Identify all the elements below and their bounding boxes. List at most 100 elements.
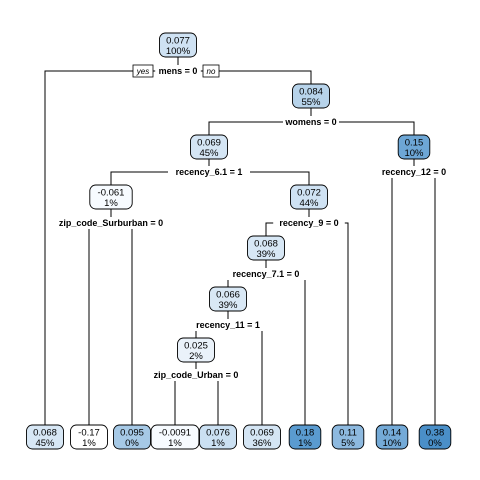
node-value: 0.068	[33, 428, 57, 439]
no-branch-tag	[202, 64, 220, 78]
node-box	[247, 235, 285, 261]
node-value: -0.061	[98, 188, 125, 199]
node-value: 0.15	[405, 138, 424, 149]
node-box	[331, 424, 365, 450]
split-label-bg	[189, 319, 267, 331]
node-percent: 10%	[382, 438, 402, 449]
node-box	[26, 424, 64, 450]
yes-branch-label: yes	[136, 67, 149, 76]
node-percent: 45%	[35, 438, 55, 449]
no-branch-label: no	[207, 67, 216, 76]
node-percent: 55%	[301, 97, 321, 108]
node-box	[292, 83, 330, 109]
node-percent: 44%	[299, 198, 319, 209]
node-box	[418, 424, 452, 450]
split-label-bg	[283, 116, 339, 128]
node-box	[70, 424, 108, 450]
split-label-n9: recency_9 = 0	[279, 218, 338, 228]
node-value: 0.38	[426, 428, 445, 439]
split-label-bg	[225, 268, 307, 280]
node-percent: 39%	[256, 249, 276, 260]
split-label-bg	[273, 217, 345, 229]
node-value: 0.14	[383, 428, 402, 439]
node-percent: 1%	[82, 438, 96, 449]
node-percent: 39%	[218, 300, 238, 311]
leaf-node-l2: -0.171%	[70, 424, 108, 450]
split-label-n4: recency_6.1 = 1	[176, 167, 243, 177]
node-percent: 0%	[428, 438, 442, 449]
split-label-bg	[51, 217, 171, 229]
split-label-root: mens = 0	[159, 66, 198, 76]
node-value: -0.0091	[159, 428, 191, 439]
leaf-node-l8: 0.115%	[331, 424, 365, 450]
node-value: 0.095	[120, 428, 144, 439]
node-value: 0.076	[206, 428, 230, 439]
node-percent: 1%	[211, 438, 225, 449]
split-label-bg	[375, 166, 453, 178]
node-percent: 45%	[199, 148, 219, 159]
node-percent: 1%	[104, 198, 118, 209]
node-value: 0.077	[166, 36, 190, 47]
split-label-bg	[155, 65, 201, 77]
node-box	[243, 424, 281, 450]
node-value: 0.072	[297, 188, 321, 199]
leaf-node-l10: 0.380%	[418, 424, 452, 450]
node-box	[199, 424, 237, 450]
node-box	[150, 424, 200, 450]
node-value: 0.025	[184, 341, 208, 352]
split-label-n72: zip_code_Urban = 0	[154, 370, 239, 380]
node-box	[209, 286, 247, 312]
node-percent: 100%	[166, 46, 191, 57]
node-percent: 10%	[404, 148, 424, 159]
node-value: 0.084	[299, 87, 323, 98]
split-label-n5: recency_12 = 0	[382, 167, 446, 177]
node-percent: 36%	[252, 438, 272, 449]
split-label-n2: womens = 0	[284, 117, 336, 127]
split-label-n36: recency_11 = 1	[196, 320, 260, 330]
node-value: 0.069	[250, 428, 274, 439]
edge-n5	[391, 159, 436, 425]
split-label-bg	[147, 369, 245, 381]
split-label-n8: zip_code_Surburban = 0	[59, 218, 163, 228]
yes-branch-tag	[132, 64, 154, 78]
node-value: 0.066	[216, 290, 240, 301]
node-box	[89, 184, 133, 210]
node-box	[397, 134, 431, 160]
split-label-n18: recency_7.1 = 0	[233, 269, 300, 279]
node-box	[177, 337, 215, 363]
node-box	[190, 134, 228, 160]
node-value: 0.11	[339, 428, 357, 439]
node-percent: 1%	[168, 438, 182, 449]
node-percent: 2%	[189, 351, 203, 362]
node-value: 0.18	[296, 428, 315, 439]
node-value: -0.17	[78, 428, 100, 439]
split-label-bg	[168, 166, 250, 178]
node-value: 0.069	[197, 138, 221, 149]
node-box	[113, 424, 151, 450]
node-box	[375, 424, 409, 450]
edge-n18	[227, 260, 306, 425]
node-box	[159, 32, 197, 58]
leaf-node-l7: 0.181%	[288, 424, 322, 450]
node-percent: 5%	[341, 438, 355, 449]
node-box	[288, 424, 322, 450]
node-percent: 0%	[125, 438, 139, 449]
node-value: 0.068	[254, 239, 278, 250]
edge-n8	[88, 209, 133, 425]
